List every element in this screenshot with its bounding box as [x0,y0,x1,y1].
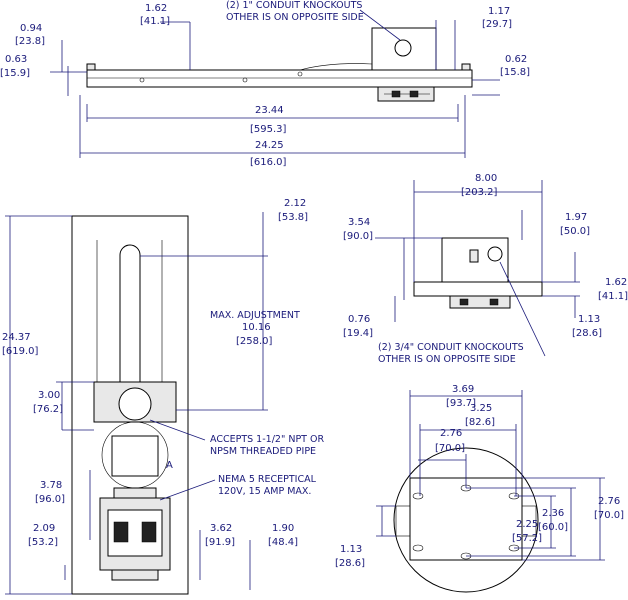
round-base-plate [409,477,523,561]
dim-378-mm: [96.0] [35,494,65,505]
dim-162-top: 1.62 [145,3,167,14]
dim-162-top-mm: [41.1] [140,16,170,27]
dim-063-mm: [15.9] [0,68,30,79]
side-receptacle-block [449,295,511,309]
note-conduit-34in: (2) 3/4" CONDUIT KNOCKOUTS [378,342,524,353]
conduit-knockout-1in [394,39,412,57]
round-box-inner [111,435,159,477]
dim-369-mm: [93.7] [446,398,476,409]
dim-362-mm: [91.9] [205,537,235,548]
dim-076: 0.76 [348,314,370,325]
dim-2344-mm: [595.3] [250,124,287,135]
dim-276-v-mm: [70.0] [594,510,624,521]
dim-113-bottom-mm: [28.6] [335,558,365,569]
note-conduit-34in-opposite: OTHER IS ON OPPOSITE SIDE [378,354,516,365]
dim-325-mm: [82.6] [465,417,495,428]
note-conduit-1in: (2) 1" CONDUIT KNOCKOUTS [226,0,362,11]
dim-800: 8.00 [475,173,497,184]
dim-113-right: 1.13 [578,314,600,325]
dim-276-v: 2.76 [598,496,620,507]
note-nema-receptacle: NEMA 5 RECEPTICAL [218,474,317,485]
dim-162-right-mm: [41.1] [598,291,628,302]
dim-2425: 24.25 [255,140,284,151]
dim-197: 1.97 [565,212,587,223]
dim-2437-mm: [619.0] [2,346,39,357]
dim-190: 1.90 [272,523,294,534]
dim-236-mm: [60.0] [538,522,568,533]
dim-113-bottom: 1.13 [340,544,362,555]
dim-225: 2.25 [516,519,538,530]
dim-063: 0.63 [5,54,27,65]
conduit-knockout-34in [487,246,503,262]
dim-197-mm: [50.0] [560,226,590,237]
dim-209: 2.09 [33,523,55,534]
pipe-opening [118,387,152,421]
note-max-adjustment: MAX. ADJUSTMENT [210,310,300,321]
dim-212: 2.12 [284,198,306,209]
note-nema-rating: 120V, 15 AMP MAX. [218,486,311,497]
dim-117-mm: [29.7] [482,19,512,30]
dim-300: 3.00 [38,390,60,401]
right-dimensions [375,180,580,357]
dim-076-mm: [19.4] [343,328,373,339]
dim-225-mm: [57.2] [512,533,542,544]
dim-062-mm: [15.8] [500,67,530,78]
top-side-view [86,27,473,102]
dim-800-mm: [203.2] [461,187,498,198]
top-dimensions [50,9,500,158]
dim-236: 2.36 [542,508,564,519]
dim-162-right: 1.62 [605,277,627,288]
dim-190-mm: [48.4] [268,537,298,548]
dim-2425-mm: [616.0] [250,157,287,168]
dim-354: 3.54 [348,217,370,228]
top-rail [86,69,473,88]
dim-209-mm: [53.2] [28,537,58,548]
dim-1016-mm: [258.0] [236,336,273,347]
dim-113-right-mm: [28.6] [572,328,602,339]
dim-1016: 10.16 [242,322,271,333]
dim-276-h-mm: [70.0] [435,443,465,454]
note-npsm-pipe: NPSM THREADED PIPE [210,446,316,457]
front-view [71,215,189,595]
dim-117: 1.17 [488,6,510,17]
side-rail [413,281,543,297]
dim-062: 0.62 [505,54,527,65]
front-dimensions [5,212,268,595]
dim-2437: 24.37 [2,332,31,343]
right-side-view [413,237,543,309]
dim-276-h: 2.76 [440,428,462,439]
dim-378: 3.78 [40,480,62,491]
dim-094-mm: [23.8] [15,36,45,47]
dim-094: 0.94 [20,23,42,34]
dim-369: 3.69 [452,384,474,395]
note-conduit-1in-opposite: OTHER IS ON OPPOSITE SIDE [226,12,364,23]
dim-212-mm: [53.8] [278,212,308,223]
dim-325: 3.25 [470,403,492,414]
dim-300-mm: [76.2] [33,404,63,415]
bottom-dimensions [376,390,605,561]
dim-354-mm: [90.0] [343,231,373,242]
note-accepts-pipe: ACCEPTS 1-1/2" NPT OR [210,434,324,445]
mark-a: A [166,460,173,471]
dim-2344: 23.44 [255,105,284,116]
adjustment-slot [119,244,141,390]
dim-362: 3.62 [210,523,232,534]
